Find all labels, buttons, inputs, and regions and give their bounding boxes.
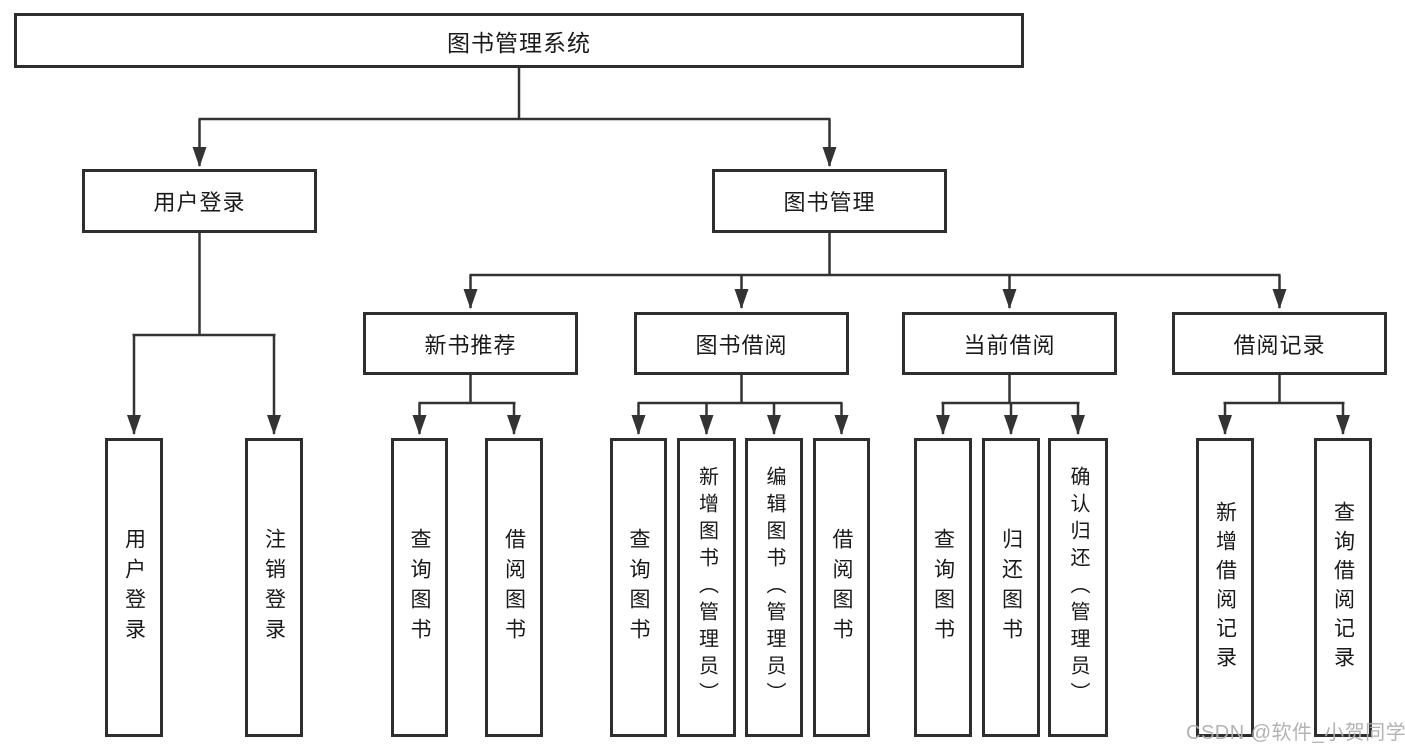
leaf-user-login: 用户登录 xyxy=(105,438,163,737)
node-library-system: 图书管理系统 xyxy=(14,13,1024,68)
leaf-label: 借阅图书 xyxy=(830,527,853,648)
leaf-label: 归还图书 xyxy=(999,527,1023,648)
leaf-query-books: 查询图书 xyxy=(914,438,972,737)
node-label: 图书借阅 xyxy=(695,332,788,358)
leaf-add-borrow-record: 新增借阅记录 xyxy=(1196,438,1254,737)
leaf-label: 查询图书 xyxy=(627,527,650,648)
csdn-watermark: CSDN @软件_小贺同学 xyxy=(1186,722,1405,744)
leaf-label: 新增借阅记录 xyxy=(1213,500,1237,675)
leaf-label: 用户登录 xyxy=(122,527,146,648)
leaf-query-books: 查询图书 xyxy=(391,438,448,737)
leaf-label: 编辑图书（管理员） xyxy=(763,466,785,709)
leaf-label: 查询图书 xyxy=(408,527,431,648)
leaf-query-books: 查询图书 xyxy=(610,438,667,737)
leaf-borrow-books: 借阅图书 xyxy=(485,438,543,737)
leaf-borrow-books: 借阅图书 xyxy=(813,438,870,737)
leaf-label: 新增图书（管理员） xyxy=(695,466,718,709)
node-label: 图书管理 xyxy=(783,190,876,215)
leaf-return-books: 归还图书 xyxy=(982,438,1040,737)
node-borrow-records: 借阅记录 xyxy=(1172,312,1387,375)
leaf-label: 查询借阅记录 xyxy=(1331,500,1355,675)
leaf-label: 注销登录 xyxy=(262,527,286,648)
node-user-login: 用户登录 xyxy=(82,169,317,233)
node-label: 借阅记录 xyxy=(1233,332,1326,358)
leaf-label: 确认归还（管理员） xyxy=(1067,466,1089,709)
node-label: 新书推荐 xyxy=(424,332,517,358)
leaf-label: 查询图书 xyxy=(931,527,955,648)
node-label: 图书管理系统 xyxy=(447,29,591,56)
node-book-management: 图书管理 xyxy=(712,169,947,233)
leaf-logout: 注销登录 xyxy=(245,438,303,737)
node-current-borrow: 当前借阅 xyxy=(902,312,1117,375)
node-label: 用户登录 xyxy=(153,190,246,215)
node-label: 当前借阅 xyxy=(963,332,1056,358)
leaf-edit-books-admin: 编辑图书（管理员） xyxy=(745,438,803,737)
leaf-confirm-return-admin: 确认归还（管理员） xyxy=(1048,438,1108,737)
node-new-book-recommend: 新书推荐 xyxy=(363,312,578,375)
leaf-label: 借阅图书 xyxy=(502,527,526,648)
leaf-add-books-admin: 新增图书（管理员） xyxy=(677,438,736,737)
leaf-query-borrow-record: 查询借阅记录 xyxy=(1314,438,1372,737)
node-book-borrow: 图书借阅 xyxy=(634,312,849,375)
